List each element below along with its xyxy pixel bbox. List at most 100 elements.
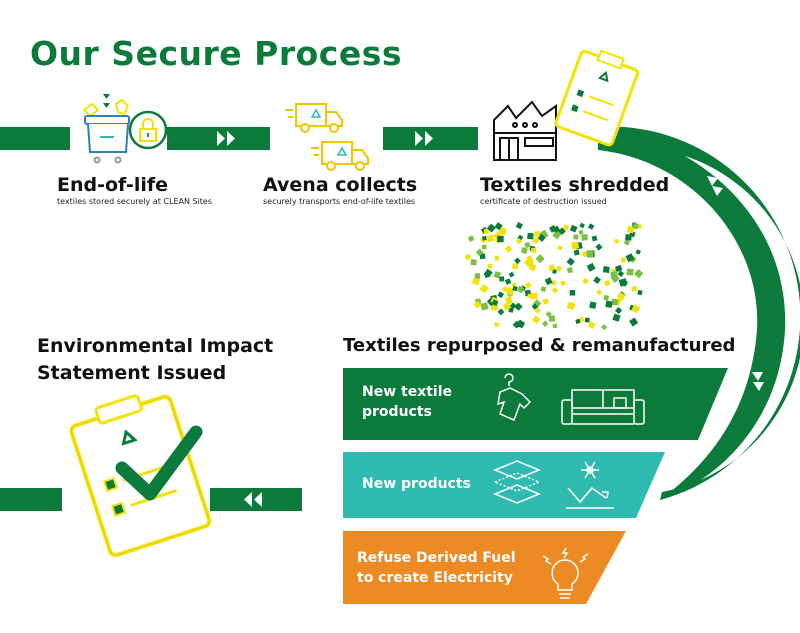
final-heading-line2: Statement Issued xyxy=(37,362,227,384)
output-label: New products xyxy=(362,476,471,492)
confetti-piece xyxy=(520,246,528,255)
confetti-piece xyxy=(540,286,547,292)
confetti-piece xyxy=(483,229,489,234)
shredded-textile-confetti xyxy=(465,222,644,331)
confetti-piece xyxy=(514,302,523,311)
confetti-piece xyxy=(603,294,610,301)
confetti-piece xyxy=(515,222,523,230)
confetti-piece xyxy=(548,315,556,322)
step-subtitle: securely transports end-of-life textiles xyxy=(263,197,416,206)
confetti-piece xyxy=(631,304,641,314)
confetti-piece xyxy=(575,318,581,325)
confetti-piece xyxy=(512,263,519,270)
confetti-piece xyxy=(587,223,595,230)
confetti-piece xyxy=(505,296,513,304)
confetti-piece xyxy=(504,245,513,253)
final-heading: Environmental Impact Statement Issued xyxy=(37,333,273,387)
confetti-piece xyxy=(605,300,613,308)
confetti-piece xyxy=(542,320,549,327)
confetti-piece xyxy=(586,250,594,258)
confetti-piece xyxy=(473,300,482,309)
confetti-piece xyxy=(557,245,563,251)
confetti-piece xyxy=(532,237,540,244)
confetti-piece xyxy=(614,239,619,244)
confetti-piece xyxy=(552,269,557,274)
chevron-down-icon xyxy=(707,176,764,391)
confetti-piece xyxy=(593,276,601,285)
lightbulb-icon xyxy=(542,547,589,599)
confetti-piece xyxy=(502,302,511,311)
confetti-piece xyxy=(524,242,531,248)
confetti-piece xyxy=(512,320,521,329)
confetti-piece xyxy=(566,267,573,274)
page-title: Our Secure Process xyxy=(30,34,403,73)
confetti-piece xyxy=(573,234,579,240)
confetti-piece xyxy=(620,279,628,287)
shirt-hanger-icon xyxy=(497,373,532,421)
confetti-piece xyxy=(531,303,539,310)
output-box-fuel xyxy=(343,531,626,604)
step-title: End-of-life xyxy=(57,174,169,196)
confetti-piece xyxy=(534,307,541,314)
confetti-piece xyxy=(508,271,515,278)
confetti-piece xyxy=(499,276,505,282)
confetti-piece xyxy=(612,313,621,322)
confetti-piece xyxy=(465,254,471,260)
confetti-piece xyxy=(571,241,580,250)
factory-icon xyxy=(493,100,557,161)
confetti-piece xyxy=(497,235,504,243)
confetti-piece xyxy=(497,308,505,316)
confetti-piece xyxy=(532,315,541,324)
confetti-piece xyxy=(560,280,566,286)
confetti-piece xyxy=(556,265,563,272)
confetti-piece xyxy=(551,287,559,294)
confetti-piece xyxy=(486,234,495,243)
certificate-icon xyxy=(554,49,639,147)
confetti-piece xyxy=(604,279,611,287)
confetti-piece xyxy=(578,229,584,235)
sofa-icon xyxy=(561,389,645,425)
confetti-piece xyxy=(482,235,487,241)
confetti-piece xyxy=(611,298,619,306)
confetti-piece xyxy=(591,235,598,242)
confetti-piece xyxy=(475,248,484,257)
confetti-piece xyxy=(494,322,499,327)
clipboard-check-icon xyxy=(69,394,212,558)
confetti-piece xyxy=(623,239,631,246)
confetti-piece xyxy=(578,316,585,323)
confetti-piece xyxy=(569,290,576,296)
confetti-piece xyxy=(479,253,486,260)
confetti-piece xyxy=(535,254,545,264)
confetti-piece xyxy=(581,250,588,258)
confetti-piece xyxy=(530,292,538,300)
confetti-piece xyxy=(629,317,639,327)
confetti-piece xyxy=(602,266,610,273)
top-flow-band xyxy=(0,127,478,150)
confetti-piece xyxy=(631,286,637,292)
confetti-piece xyxy=(566,301,576,311)
confetti-piece xyxy=(562,224,569,231)
confetti-piece xyxy=(545,311,552,318)
confetti-piece xyxy=(637,289,643,296)
confetti-piece xyxy=(550,279,557,286)
insulation-icon xyxy=(566,461,614,509)
confetti-piece xyxy=(581,233,588,241)
confetti-piece xyxy=(566,257,575,266)
confetti-piece xyxy=(501,285,509,293)
confetti-piece xyxy=(486,223,496,233)
confetti-piece xyxy=(470,259,477,266)
confetti-piece xyxy=(483,268,493,278)
final-heading-line1: Environmental Impact xyxy=(37,335,274,357)
confetti-piece xyxy=(467,235,475,242)
confetti-piece xyxy=(596,289,603,296)
confetti-piece xyxy=(512,285,518,292)
confetti-piece xyxy=(482,244,487,250)
confetti-piece xyxy=(474,273,481,279)
confetti-piece xyxy=(487,263,493,269)
confetti-piece xyxy=(584,317,590,323)
confetti-piece xyxy=(626,268,634,276)
confetti-piece xyxy=(614,306,623,315)
confetti-piece xyxy=(493,271,502,279)
output-box-textile xyxy=(343,368,728,440)
